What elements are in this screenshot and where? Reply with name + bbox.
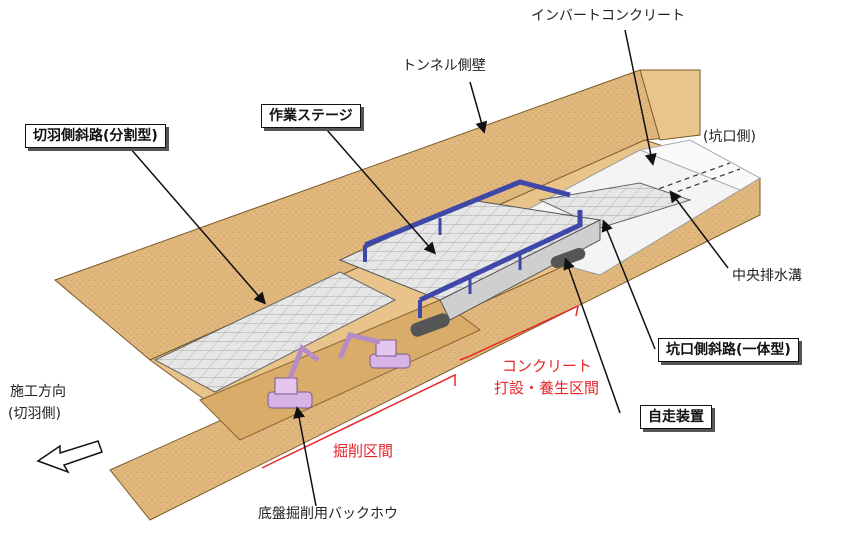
label-invert-concrete: インバートコンクリート <box>531 8 685 24</box>
label-work-stage: 作業ステージ <box>261 104 361 128</box>
label-portal-side: (坑口側) <box>703 129 756 145</box>
label-concrete-section-1: コンクリート <box>502 357 593 375</box>
label-backhoe: 底盤掘削用バックホウ <box>258 506 398 522</box>
label-portal-slope: 坑口側斜路(一体型) <box>658 338 799 362</box>
label-face-slope: 切羽側斜路(分割型) <box>25 124 166 148</box>
label-self-propelled: 自走装置 <box>640 405 712 429</box>
self-propelled-crawler <box>410 313 450 337</box>
work-stage-frame-front <box>418 210 583 303</box>
label-direction-2: (切羽側) <box>8 406 61 422</box>
label-tunnel-wall: トンネル側壁 <box>402 58 486 74</box>
backhoe-excavator-1 <box>267 344 320 409</box>
face-side-slope <box>153 271 397 393</box>
label-concrete-section-2: 打設・養生区間 <box>494 379 600 397</box>
work-stage-frame-back <box>364 179 571 248</box>
direction-arrow <box>36 440 103 474</box>
excavation-section-bracket <box>261 373 456 469</box>
label-center-drain: 中央排水溝 <box>732 268 802 284</box>
label-direction-1: 施工方向 <box>10 384 66 400</box>
label-excavation-section: 掘削区間 <box>333 442 394 460</box>
concrete-section-bracket <box>459 304 580 361</box>
backhoe-excavator-2 <box>337 332 411 369</box>
